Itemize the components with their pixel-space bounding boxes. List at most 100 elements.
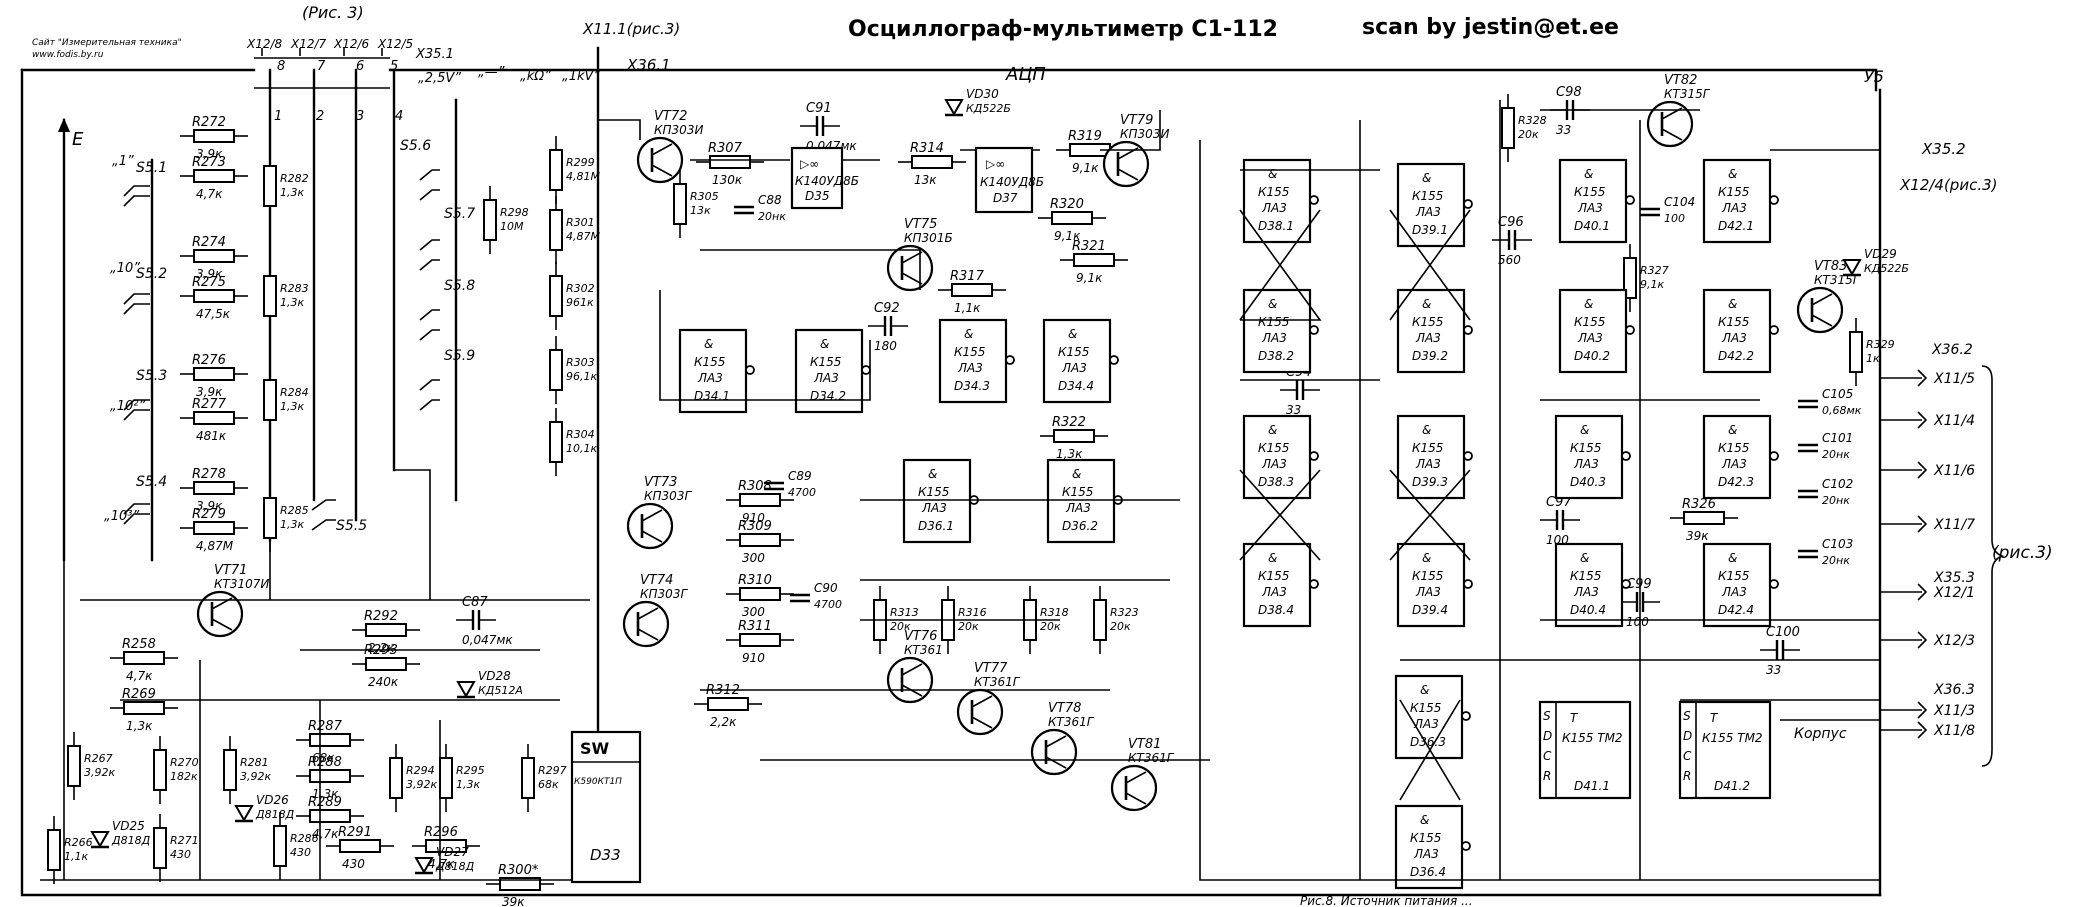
resistor-ref: R314	[910, 141, 944, 156]
switch-s5-6: S5.6	[400, 138, 431, 154]
pin-х11-7: Х11/7	[1880, 515, 1975, 533]
svg-text:&: &	[1268, 167, 1277, 181]
conn-x12-6: Х12/6	[333, 37, 370, 51]
gate-series: К155	[810, 355, 841, 369]
transistor-layer: VT72КП303ИVT79КП303ИVT75КП301БVT73КП303Г…	[90, 73, 1909, 875]
resistor-ref: R288	[308, 755, 342, 770]
resistor-value: 182к	[170, 770, 198, 783]
resistor-value: 20к	[1518, 128, 1539, 141]
gate-ref: D34.3	[954, 379, 990, 393]
svg-text:&: &	[1268, 297, 1277, 311]
gate-function: ЛА3	[1415, 331, 1441, 345]
capacitor-ref: С100	[1766, 625, 1800, 640]
pin-х11-8: Х11/8	[1880, 721, 1975, 739]
gate-ref: D42.4	[1718, 603, 1754, 617]
gate-series: К155	[1574, 185, 1605, 199]
resistor-value: 1,3к	[280, 400, 304, 413]
capacitor-ref: С92	[874, 301, 900, 316]
capacitor-value: 180	[874, 339, 897, 353]
transistor-ref: VT74	[640, 573, 673, 588]
gate-ref: D42.1	[1718, 219, 1754, 233]
resistor-ref: R299	[566, 156, 595, 169]
gate-series: К155	[1062, 485, 1093, 499]
resistor-value: 10,1к	[566, 442, 597, 455]
gate-function: ЛА3	[1415, 205, 1441, 219]
resistor-value: 9,1к	[1054, 229, 1081, 243]
sw-ref: D33	[590, 846, 621, 864]
transistor-type: КТ361	[904, 643, 943, 657]
diode-type: КД522Б	[1864, 262, 1909, 275]
transistor-ref: VT77	[974, 661, 1008, 676]
svg-text:&: &	[1728, 167, 1737, 181]
gate-series: К155	[1574, 315, 1605, 329]
resistor-ref: R311	[738, 619, 772, 634]
svg-text:&: &	[1580, 423, 1589, 437]
resistor-value: 1,1к	[64, 850, 88, 863]
resistor-value: 240к	[368, 675, 399, 689]
capacitor-value: 0,047мк	[462, 633, 513, 647]
gate-series: К155	[1570, 441, 1601, 455]
resistor-value: 3,92к	[84, 766, 115, 779]
svg-text:D: D	[1683, 729, 1692, 743]
site-note-line-2: www.fodis.by.ru	[32, 50, 104, 60]
gate-function: ЛА3	[1261, 331, 1287, 345]
resistor-value: 9,1к	[1640, 278, 1664, 291]
svg-text:R: R	[1683, 769, 1691, 783]
svg-text:&: &	[1584, 167, 1593, 181]
gate-series: К155	[1058, 345, 1089, 359]
svg-text:T: T	[1570, 711, 1579, 725]
capacitor-value: 100	[1664, 212, 1685, 225]
resistor-value: 2,2к	[710, 715, 737, 729]
switch-s5-3: S5.3	[136, 368, 167, 384]
resistor-ref: R266	[64, 836, 93, 849]
resistor-ref: R323	[1110, 606, 1139, 619]
transistor-ref: VT72	[654, 109, 687, 124]
gate-function: ЛА3	[813, 371, 839, 385]
resistor-value: 1,3к	[456, 778, 480, 791]
svg-text:&: &	[1268, 423, 1277, 437]
resistor-value: 1,3к	[280, 296, 304, 309]
svg-text:T: T	[1710, 711, 1719, 725]
capacitor-ref: С103	[1822, 537, 1853, 551]
conn-x35-1: Х35.1	[415, 47, 454, 62]
resistor-value: 96,1к	[566, 370, 597, 383]
switch-s5-1: S5.1	[136, 160, 167, 176]
diode-type: Д818Д	[435, 860, 475, 873]
svg-text:C: C	[1543, 749, 1552, 763]
analog-switch-d33: SW К590КТ1П D33	[570, 730, 642, 884]
svg-text:&: &	[820, 337, 829, 351]
capacitor-ref: С88	[758, 193, 782, 207]
resistor-ref: R270	[170, 756, 199, 769]
capacitor-ref: С87	[462, 595, 488, 610]
range-dc: „—”	[478, 65, 505, 80]
pin-х11-3: Х11/3	[1880, 701, 1975, 719]
gate-function: ЛА3	[1261, 585, 1287, 599]
resistor-value: 3,92к	[406, 778, 437, 791]
resistor-value: 1к	[1866, 352, 1880, 365]
svg-text:6: 6	[356, 59, 364, 74]
gate-function: ЛА3	[1413, 717, 1439, 731]
resistor-value: 68к	[538, 778, 559, 791]
resistor-ref: R303	[566, 356, 595, 369]
